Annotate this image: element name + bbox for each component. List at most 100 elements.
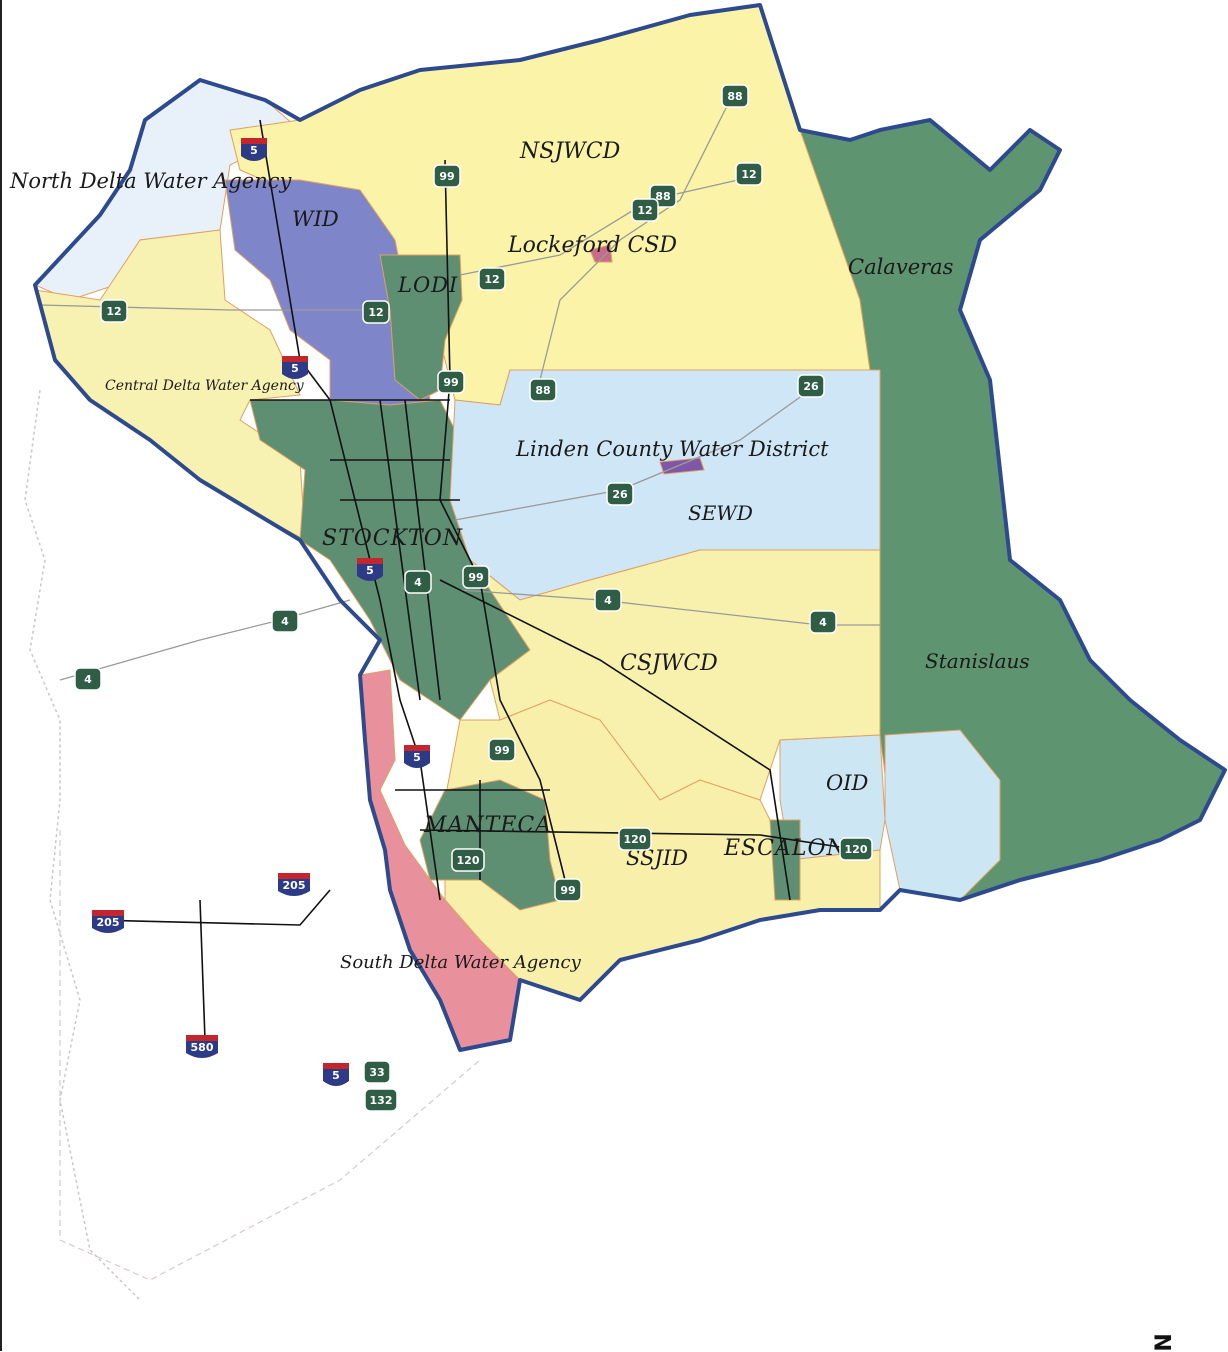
shield-number: 12 [106, 305, 121, 318]
shield-number: 12 [368, 306, 383, 319]
road-4-east [459, 589, 880, 626]
road-12-east [459, 174, 761, 276]
interstate-5-shield: 5 [357, 558, 383, 581]
lockeford-csd-label: Lockeford CSD [507, 233, 677, 258]
shield-number: 5 [413, 751, 421, 764]
shield-number: 88 [655, 190, 670, 203]
highway-120 [419, 829, 861, 851]
interstate-5-shield: 5 [404, 745, 430, 768]
shield-number: 88 [727, 90, 742, 103]
shield-number: 4 [819, 616, 827, 629]
state-route-120-shield: 120 [451, 848, 485, 872]
state-route-12-shield: 12 [478, 267, 506, 291]
road-4-west [59, 599, 351, 681]
shield-number: 4 [84, 673, 92, 686]
state-route-4-shield: 4 [594, 588, 622, 612]
state-route-99-shield: 99 [437, 370, 465, 394]
manteca-label: MANTECA [423, 813, 552, 838]
lockeford-csd-region [589, 244, 613, 263]
north-delta-label: North Delta Water Agency [9, 169, 292, 193]
county-border [33, 3, 1227, 1052]
calaveras-label: Calaveras [848, 255, 954, 279]
shield-number: 99 [560, 884, 575, 897]
state-route-120-shield: 120 [839, 837, 873, 861]
nsjwcd-label: NSJWCD [519, 139, 621, 164]
oid-label: OID [826, 771, 869, 795]
state-route-88-shield: 88 [529, 378, 557, 402]
stockton-grid-v1 [379, 399, 421, 701]
interstate-5-shield: 5 [241, 138, 267, 161]
interstate-205-shield: 205 [92, 910, 124, 933]
shield-number: 99 [494, 744, 509, 757]
state-route-33-shield: 33 [363, 1060, 391, 1084]
shield-number: 5 [366, 564, 374, 577]
lodi-label: LODI [397, 273, 458, 297]
interstate-205-shield: 205 [278, 873, 310, 896]
shield-number: 99 [468, 571, 483, 584]
sewd-label: SEWD [688, 501, 753, 525]
interstate-5-shield: 5 [323, 1063, 349, 1086]
shield-number: 5 [332, 1069, 340, 1082]
state-route-99-shield: 99 [462, 565, 490, 589]
highway-shields: 5555599999999998888881212121212262644444… [74, 84, 873, 1112]
state-route-26-shield: 26 [797, 374, 825, 398]
stockton-grid-v2 [404, 399, 441, 701]
shield-number: 120 [845, 843, 868, 856]
page-left-border [0, 0, 2, 1351]
shield-number: 4 [414, 576, 422, 589]
south-delta-label: South Delta Water Agency [340, 952, 582, 973]
state-route-4-shield: 4 [404, 570, 432, 594]
western-county-outline [24, 389, 141, 1301]
shield-number: 205 [283, 879, 306, 892]
shield-number: 99 [443, 376, 458, 389]
stanislaus-label: Stanislaus [925, 649, 1030, 673]
linden-label: Linden County Water District [515, 437, 829, 461]
shield-number: 4 [604, 594, 612, 607]
state-route-12-shield: 12 [362, 300, 390, 324]
shield-number: 12 [637, 204, 652, 217]
state-route-99-shield: 99 [488, 738, 516, 762]
i580-road [199, 899, 206, 1041]
shield-number: 132 [370, 1094, 393, 1107]
state-route-12-shield: 12 [100, 299, 128, 323]
shield-number: 4 [281, 615, 289, 628]
linden-county-water-district-region [659, 457, 705, 475]
shield-number: 5 [250, 144, 258, 157]
state-route-132-shield: 132 [364, 1088, 398, 1112]
shield-number: 12 [484, 273, 499, 286]
lower-county-outline [59, 830, 481, 1281]
state-route-99-shield: 99 [433, 164, 461, 188]
interstate-580-shield: 580 [186, 1035, 218, 1058]
state-route-4-shield: 4 [809, 610, 837, 634]
shield-number: 120 [624, 833, 647, 846]
shield-number: 12 [741, 168, 756, 181]
shield-number: 99 [439, 170, 454, 183]
road-26 [454, 389, 811, 521]
state-route-4-shield: 4 [271, 609, 299, 633]
shield-number: 580 [191, 1041, 214, 1054]
shield-number: 26 [803, 380, 819, 393]
interstate-5-shield: 5 [282, 356, 308, 379]
north-arrow-label: N [1148, 1333, 1174, 1352]
stockton-label: STOCKTON [322, 526, 463, 551]
state-route-4-shield: 4 [74, 667, 102, 691]
state-route-12-shield: 12 [631, 198, 659, 222]
escalon-label: ESCALON [723, 836, 847, 861]
state-route-12-shield: 12 [735, 162, 763, 186]
shield-number: 5 [291, 362, 299, 375]
csjwcd-label: CSJWCD [620, 651, 718, 676]
shield-number: 26 [612, 488, 628, 501]
shield-number: 33 [369, 1066, 384, 1079]
railroad-southeast [439, 579, 791, 901]
shield-number: 205 [97, 916, 120, 929]
state-route-120-shield: 120 [618, 827, 652, 851]
state-route-99-shield: 99 [554, 878, 582, 902]
state-route-88-shield: 88 [721, 84, 749, 108]
road-88 [539, 99, 731, 381]
state-route-26-shield: 26 [606, 482, 634, 506]
i205-road [94, 889, 331, 926]
central-delta-label: Central Delta Water Agency [105, 378, 305, 394]
oid-east-region [884, 729, 1001, 901]
wid-label: WID [292, 207, 339, 231]
